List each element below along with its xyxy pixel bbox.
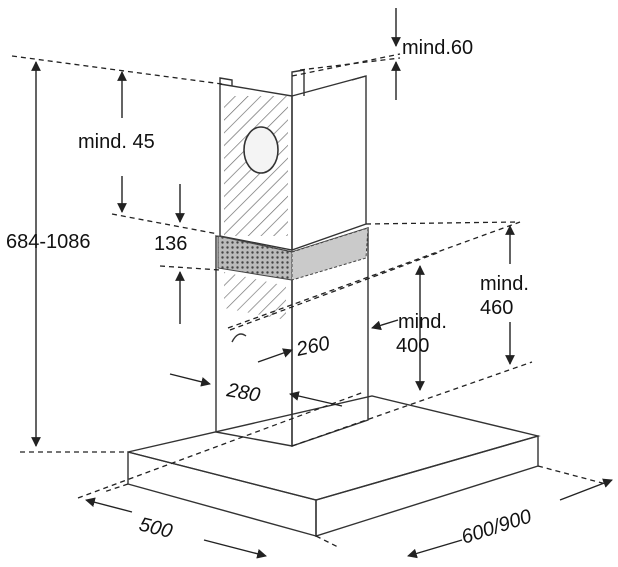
d260-arrow bbox=[257, 348, 293, 363]
d260-label: 260 bbox=[293, 332, 331, 361]
d500-right-arrow bbox=[203, 539, 267, 559]
mind45-label: mind. 45 bbox=[78, 131, 155, 153]
upper-chimney-side bbox=[291, 75, 367, 251]
reference-lines bbox=[11, 53, 607, 549]
hood-canopy bbox=[127, 395, 541, 537]
hatched-zone-lower bbox=[224, 272, 286, 320]
d280-right-arrow bbox=[289, 391, 343, 407]
dimension-arrows bbox=[31, 8, 613, 559]
lower-chimney-side bbox=[291, 227, 369, 447]
arc-detail bbox=[231, 333, 247, 343]
circle-outlet-icon bbox=[243, 126, 279, 174]
mind460-label-bottom: 460 bbox=[480, 297, 513, 319]
d136-label: 136 bbox=[154, 233, 187, 255]
chimney-top-bracket bbox=[219, 69, 367, 96]
d600-900-label: 600/900 bbox=[459, 505, 535, 548]
mind400-label-bottom: 400 bbox=[396, 335, 429, 357]
d600-right-arrow bbox=[559, 478, 613, 501]
mind400-pointer-arrow bbox=[371, 319, 399, 331]
height-range-label: 684-1086 bbox=[6, 231, 91, 253]
mind400-label-top: mind. bbox=[398, 311, 447, 333]
upper-chimney bbox=[217, 69, 369, 343]
d280-left-arrow bbox=[169, 373, 211, 387]
d500-left-arrow bbox=[85, 497, 133, 513]
upper-chimney-front bbox=[219, 83, 293, 251]
d280-label: 280 bbox=[224, 379, 262, 407]
mind460-label-top: mind. bbox=[480, 273, 529, 295]
d500-label: 500 bbox=[137, 514, 175, 543]
canopy-top-face bbox=[127, 395, 541, 501]
mind60-label: mind.60 bbox=[402, 37, 473, 59]
mesh-pattern-side bbox=[291, 227, 369, 281]
d600-left-arrow bbox=[407, 539, 463, 559]
